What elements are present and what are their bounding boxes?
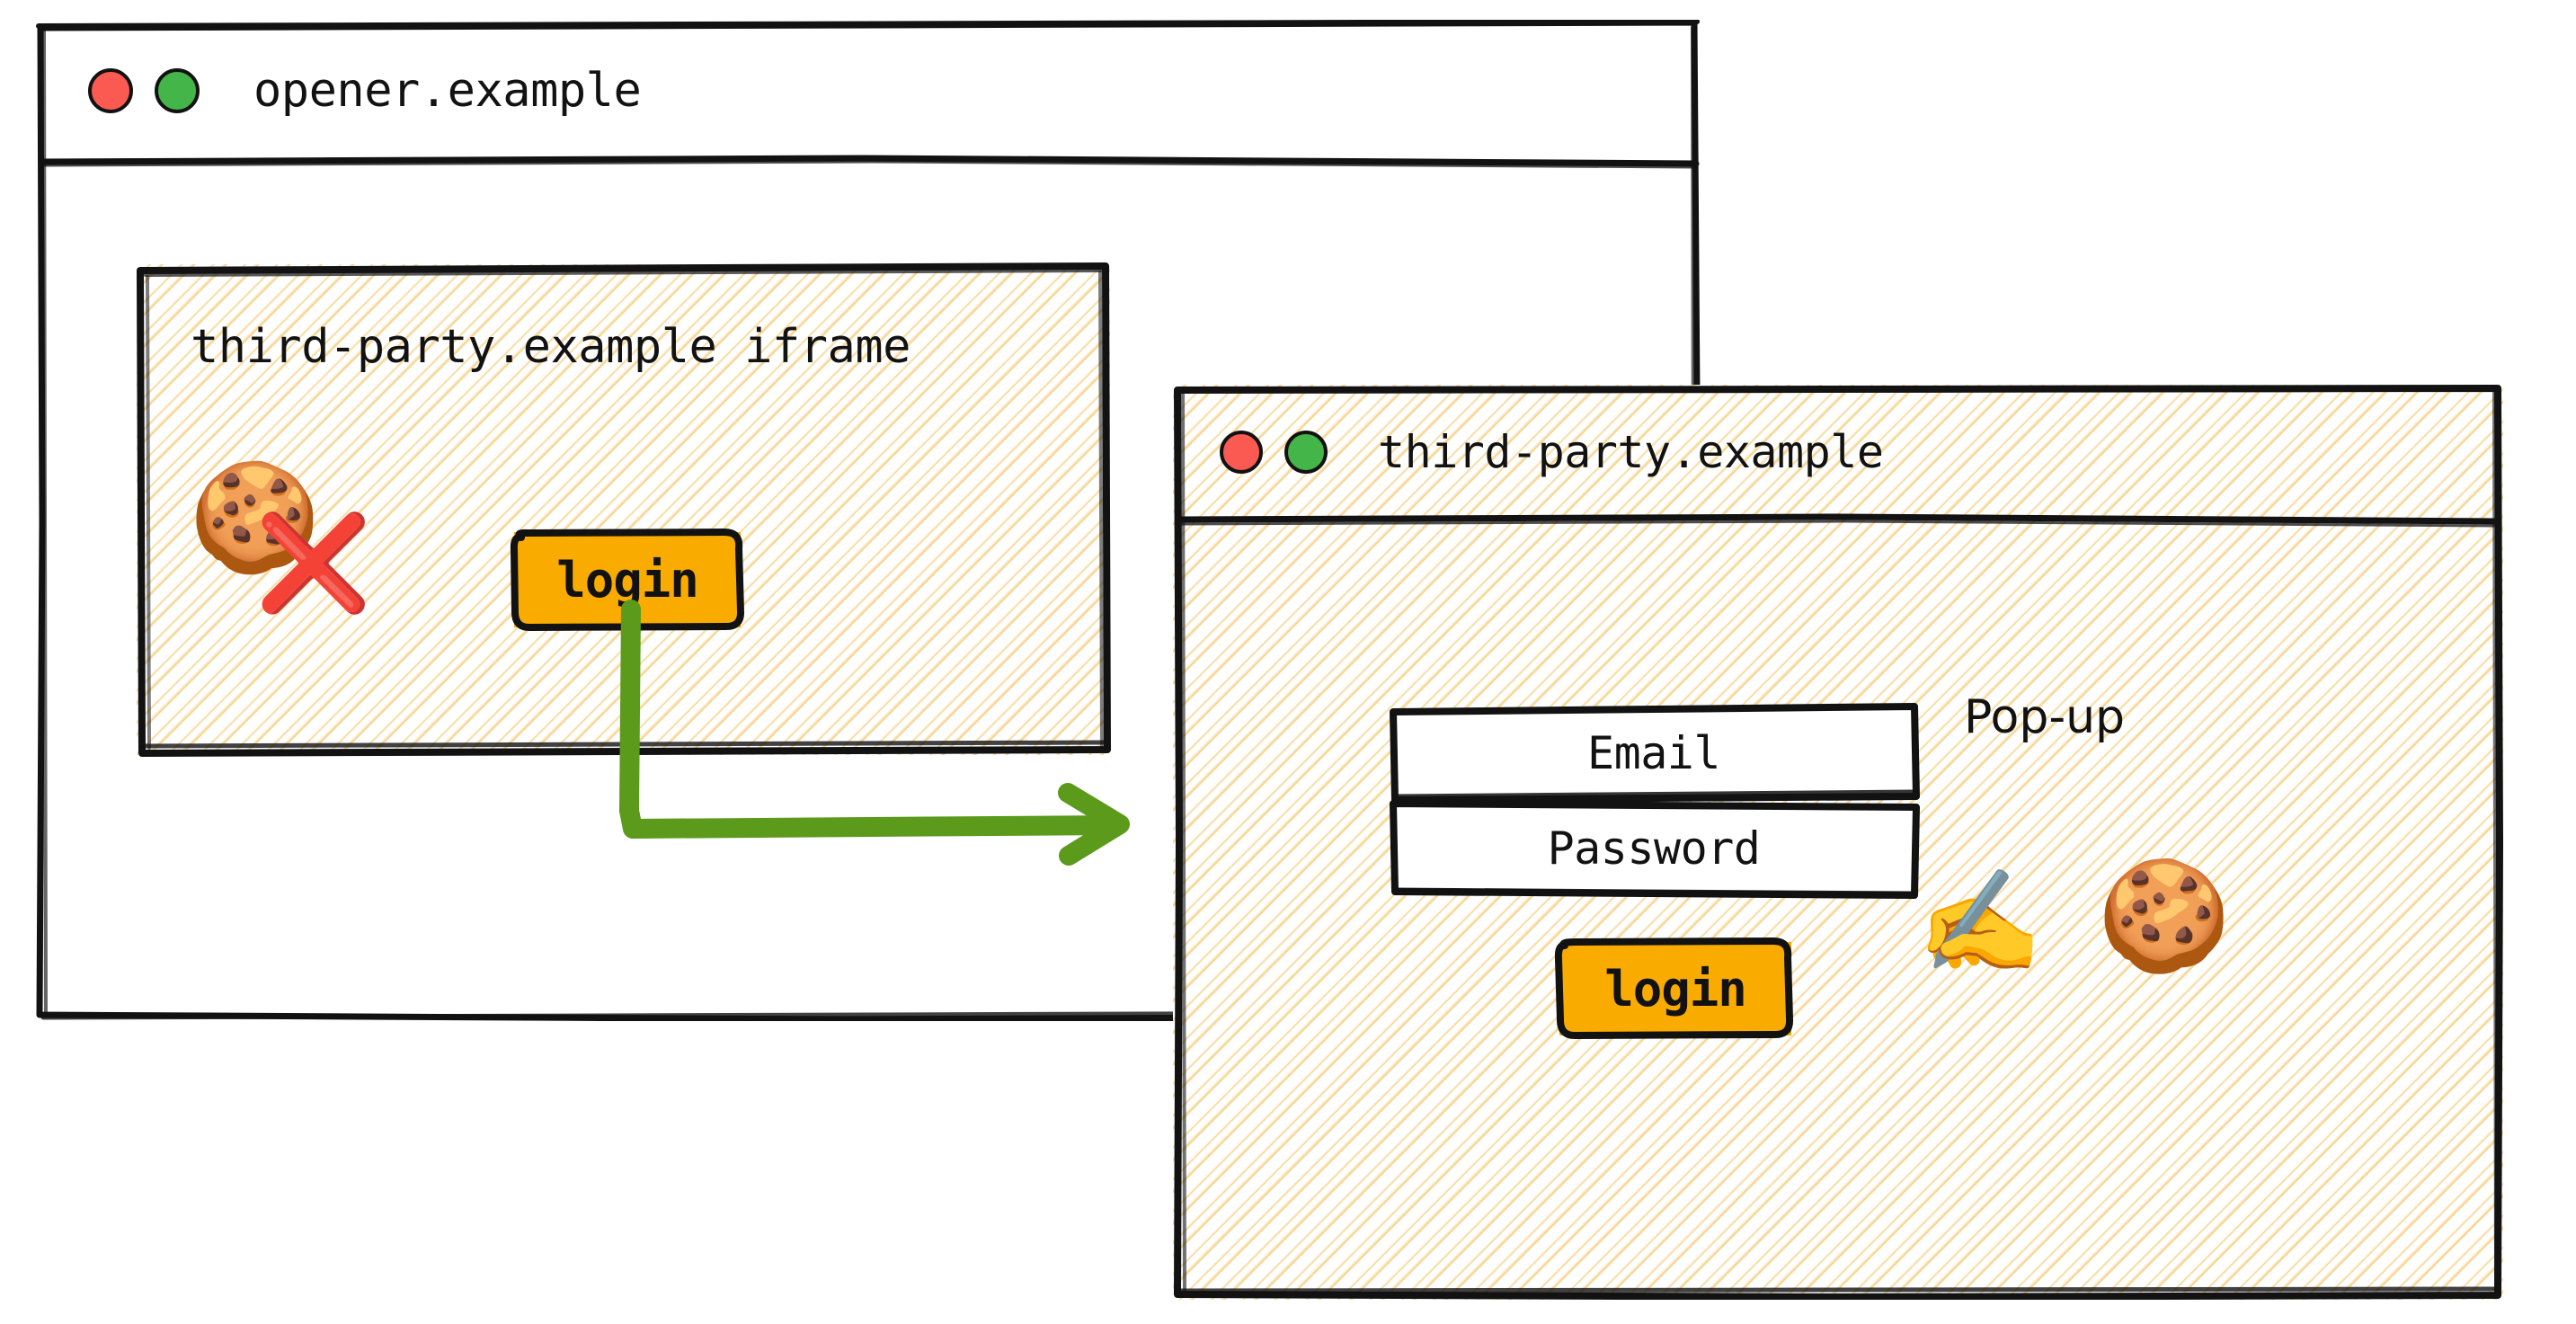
iframe-login-button-label: login [556,551,699,609]
third-party-iframe-box: third-party.example iframe 🍪 ❌ [137,262,1111,757]
popup-annotation-label: Pop-up [1964,690,2126,744]
popup-browser-window: third-party.example Pop-up Email Passwor… [1173,385,2503,1300]
iframe-login-button[interactable]: login [510,529,745,632]
popup-window-title: third-party.example [1378,426,1884,478]
maximize-dot-icon[interactable] [1284,431,1328,474]
opener-titlebar: opener.example [36,20,1701,162]
iframe-title-label: third-party.example iframe [191,320,910,374]
close-dot-icon[interactable] [1220,431,1263,474]
popup-traffic-lights [1220,431,1328,474]
close-dot-icon[interactable] [88,68,133,113]
cross-mark-icon: ❌ [255,508,372,618]
email-field-label: Email [1586,727,1721,779]
opener-window-title: opener.example [253,64,642,118]
email-field[interactable]: Email [1390,703,1920,804]
popup-login-button[interactable]: login [1554,937,1794,1040]
password-field-label: Password [1547,822,1761,875]
opener-traffic-lights [88,68,200,113]
writing-hand-icon: ✍️ [1917,864,2043,981]
blocked-cookie-group: 🍪 ❌ [189,464,378,626]
password-field[interactable]: Password [1390,800,1920,899]
cookie-icon: 🍪 [2097,854,2232,979]
popup-login-button-label: login [1604,960,1747,1017]
maximize-dot-icon[interactable] [155,68,200,113]
popup-titlebar: third-party.example [1173,385,2503,520]
